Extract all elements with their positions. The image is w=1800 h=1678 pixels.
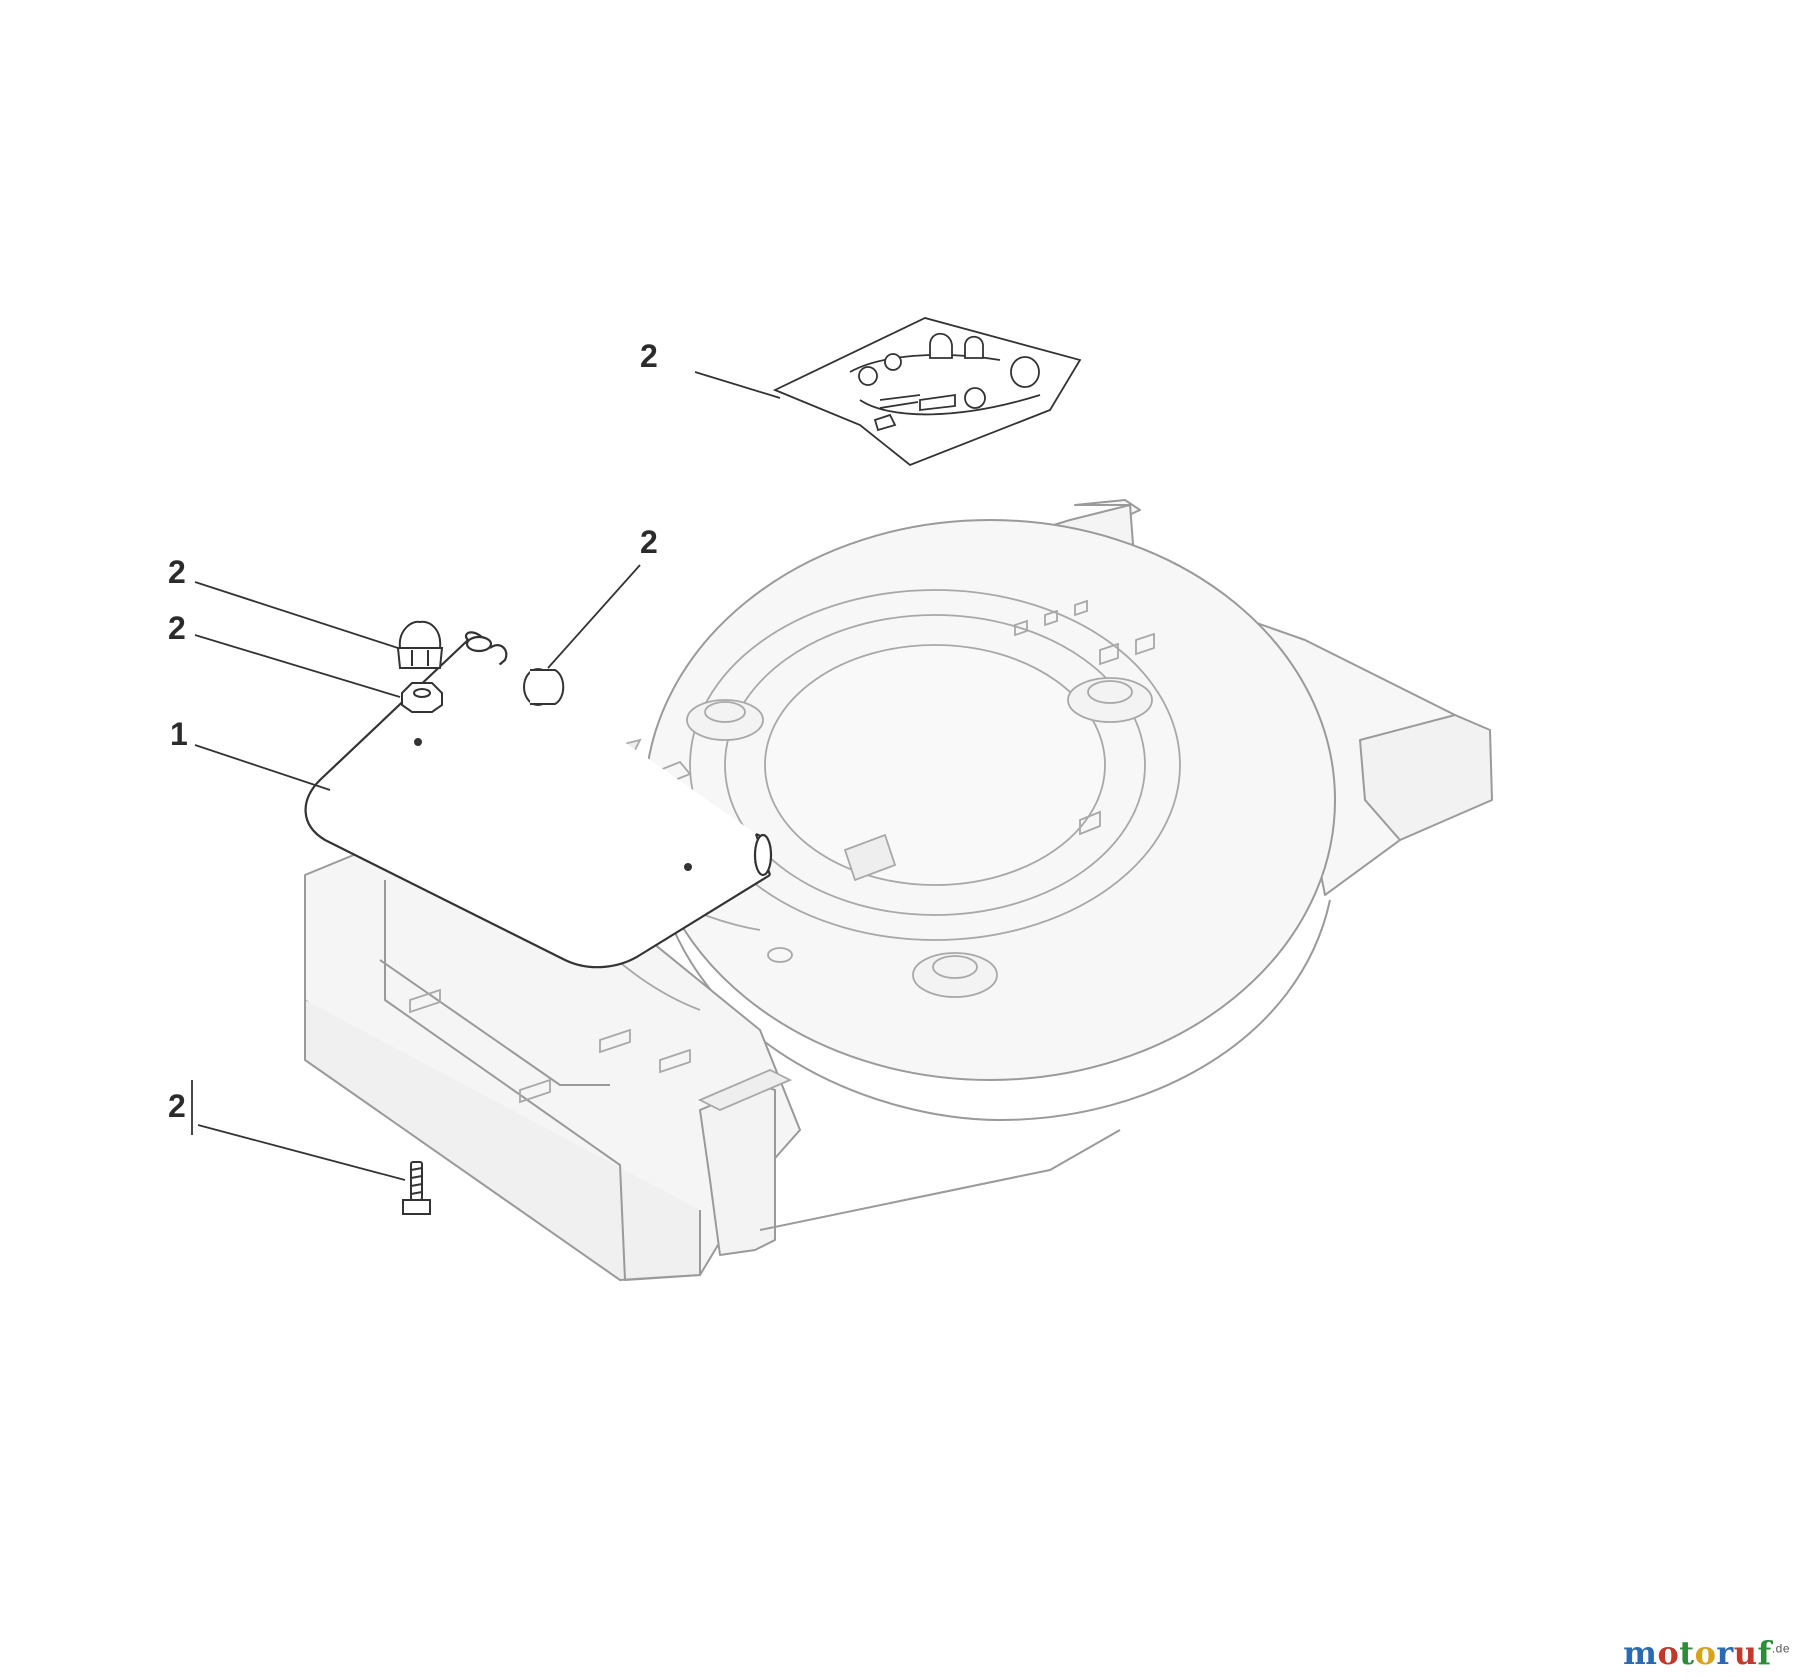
- callout-bolt: 2: [168, 1088, 186, 1124]
- leader-line-bolt: [197, 1124, 406, 1181]
- watermark-letter: r: [1716, 1634, 1734, 1672]
- callout-lock-nut: 2: [168, 610, 186, 646]
- plug-part: [523, 668, 565, 706]
- hardware-kit-part: [772, 317, 1082, 467]
- watermark-letter: o: [1657, 1634, 1680, 1672]
- cap-nut-part: [396, 620, 444, 669]
- callout-handle-bar: 1: [170, 716, 188, 752]
- watermark-letter: f: [1757, 1634, 1772, 1672]
- watermark-suffix: .de: [1771, 1641, 1790, 1656]
- leader-line-cap-nut: [194, 581, 399, 649]
- watermark-letter: o: [1694, 1634, 1717, 1672]
- leader-line-lock-nut: [194, 634, 401, 698]
- callout-plug: 2: [640, 524, 658, 560]
- watermark-letter: u: [1733, 1634, 1758, 1672]
- leader-line-plug: [547, 564, 641, 669]
- callout-cap-nut: 2: [168, 554, 186, 590]
- mower-deck: [304, 499, 1493, 1281]
- motoruf-watermark-logo: motoruf.de: [1623, 1634, 1790, 1672]
- bolt-part: [402, 1161, 431, 1215]
- lock-nut-part: [401, 682, 443, 713]
- leader-line-handle-bar: [194, 744, 331, 791]
- leader-lines: [191, 371, 781, 1181]
- handle-bar-part: [304, 631, 773, 969]
- watermark-letter: m: [1623, 1634, 1658, 1672]
- watermark-letter: t: [1679, 1634, 1695, 1672]
- leader-line-kit: [694, 371, 781, 399]
- callout-kit: 2: [640, 338, 658, 374]
